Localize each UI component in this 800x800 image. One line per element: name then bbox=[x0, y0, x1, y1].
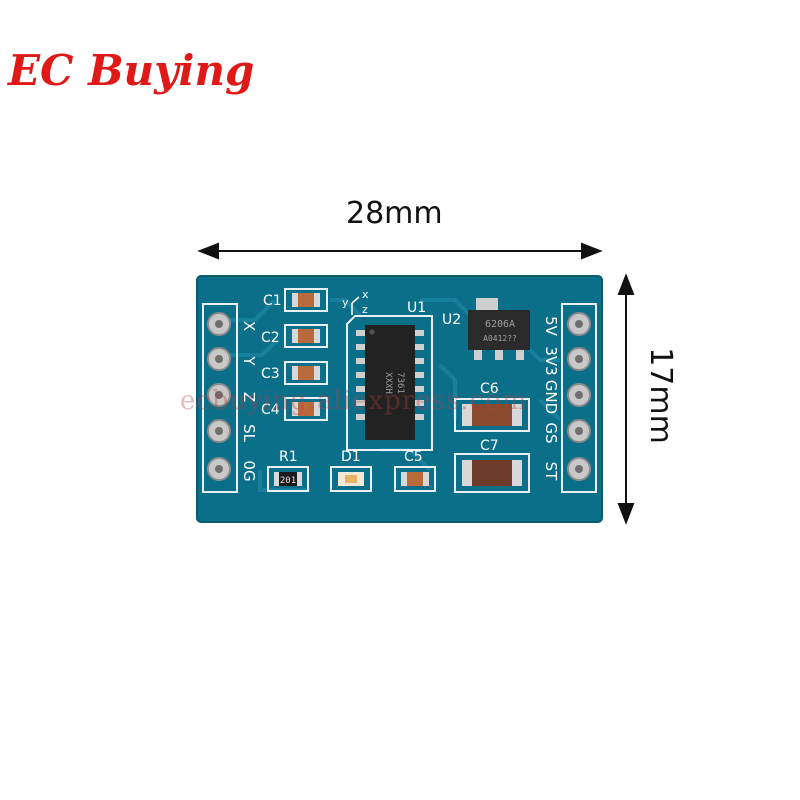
pin-label-z: Z bbox=[240, 392, 258, 402]
capacitor-c6 bbox=[454, 398, 530, 432]
right-pin-header bbox=[567, 312, 591, 481]
label-c3: C3 bbox=[261, 366, 280, 382]
label-c1: C1 bbox=[263, 293, 282, 309]
pin-label-y: Y bbox=[240, 355, 258, 366]
pin-label-gnd: GND bbox=[542, 380, 560, 414]
pin-label-x: X bbox=[240, 321, 258, 331]
u2-marking-1: 6206A bbox=[485, 319, 515, 330]
u1-outline bbox=[346, 315, 433, 451]
resistor-r1: 201 bbox=[267, 466, 309, 492]
u2-marking-2: A0412?? bbox=[483, 334, 517, 343]
led-d1 bbox=[330, 466, 372, 492]
u1-chip: 7361 XXXH bbox=[356, 325, 424, 440]
width-dimension-label: 28mm bbox=[346, 196, 443, 231]
width-arrow bbox=[197, 242, 603, 260]
height-arrow bbox=[617, 273, 635, 525]
label-d1: D1 bbox=[341, 449, 361, 465]
r1-marking: 201 bbox=[280, 476, 296, 486]
pin-label-0g: 0G bbox=[240, 460, 258, 481]
label-c4: C4 bbox=[261, 402, 280, 418]
left-pin-header bbox=[207, 312, 231, 481]
axis-symbol: y x z bbox=[342, 288, 369, 316]
pin-label-sl: SL bbox=[240, 424, 258, 443]
u1-marking-2: XXXH bbox=[383, 372, 393, 394]
label-c6: C6 bbox=[480, 381, 499, 397]
capacitor-c7 bbox=[454, 453, 530, 493]
axis-label-y: y bbox=[342, 296, 349, 309]
pin-label-3v3: 3V3 bbox=[542, 346, 560, 375]
brand-logo: EC Buying bbox=[8, 46, 255, 95]
label-c7: C7 bbox=[480, 438, 499, 454]
u1-marking-1: 7361 bbox=[395, 372, 405, 394]
pcb-board: X Y Z SL 0G 5V 3V3 GND GS ST bbox=[196, 275, 603, 523]
watermark: ecbuying.aliexpress.com bbox=[180, 386, 528, 416]
u2-regulator: 6206A A0412?? bbox=[468, 298, 530, 360]
axis-label-x: x bbox=[362, 288, 369, 301]
label-u1: U1 bbox=[407, 300, 426, 316]
label-c5: C5 bbox=[404, 449, 423, 465]
capacitor-column bbox=[284, 288, 328, 421]
capacitor-c5 bbox=[394, 466, 436, 492]
label-c2: C2 bbox=[261, 330, 280, 346]
label-r1: R1 bbox=[279, 449, 298, 465]
label-u2: U2 bbox=[442, 312, 461, 328]
pin-label-st: ST bbox=[542, 462, 560, 482]
pin-label-gs: GS bbox=[542, 422, 560, 443]
axis-label-z: z bbox=[362, 303, 368, 316]
pin-label-5v: 5V bbox=[542, 316, 560, 337]
